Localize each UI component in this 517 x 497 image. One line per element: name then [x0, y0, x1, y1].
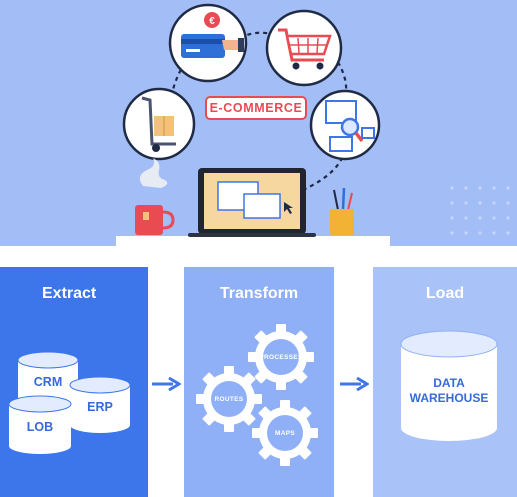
- hand-truck-icon: [141, 96, 176, 146]
- erp-label: ERP: [87, 400, 113, 414]
- lob-database-icon: [8, 395, 72, 454]
- search-bubble: [309, 89, 381, 161]
- load-panel: Load DATA WAREHOUSE: [373, 267, 517, 497]
- routes-label: ROUTES: [214, 396, 244, 403]
- desk: [116, 236, 390, 246]
- processes-label: PROCESSES: [259, 354, 303, 361]
- data-warehouse-label-line2: WAREHOUSE: [409, 391, 489, 405]
- dot-grid-decoration: [450, 186, 510, 235]
- crm-label: CRM: [33, 375, 63, 389]
- hand-icon: [222, 40, 241, 50]
- gear-cluster: [196, 324, 318, 466]
- lob-label: LOB: [26, 420, 54, 434]
- currency-symbol: €: [209, 16, 215, 27]
- euro-coin-icon: [204, 12, 220, 28]
- ecommerce-scene: €: [116, 3, 510, 246]
- pencil-cup-icon: [330, 187, 354, 235]
- erp-database-icon: [69, 376, 131, 433]
- credit-card-icon: [181, 34, 225, 58]
- load-title: Load: [425, 285, 465, 302]
- ecommerce-badge: E-COMMERCE: [205, 96, 307, 120]
- laptop-icon: [188, 168, 316, 237]
- shopping-cart-bubble: [265, 9, 343, 87]
- arrow-right-icon: [340, 376, 369, 392]
- transform-panel: Transform: [184, 267, 334, 497]
- extract-panel: Extract CRM ERP LOB: [0, 267, 148, 497]
- ecommerce-illustration: €: [0, 0, 517, 246]
- coffee-mug-icon: [135, 158, 175, 235]
- transform-title: Transform: [219, 285, 299, 302]
- data-warehouse-label-line1: DATA: [433, 376, 465, 390]
- browser-window-icon: [325, 100, 357, 124]
- arrow-right-icon: [152, 376, 181, 392]
- database-cylinders: [8, 351, 131, 454]
- etl-diagram: Extract CRM ERP LOB: [0, 246, 517, 497]
- payment-card-bubble: [168, 3, 248, 83]
- maps-label: MAPS: [275, 430, 295, 437]
- delivery-bubble: [122, 87, 196, 161]
- data-warehouse-icon: [400, 330, 498, 441]
- extract-title: Extract: [42, 285, 97, 302]
- magnifier-icon: [340, 117, 360, 137]
